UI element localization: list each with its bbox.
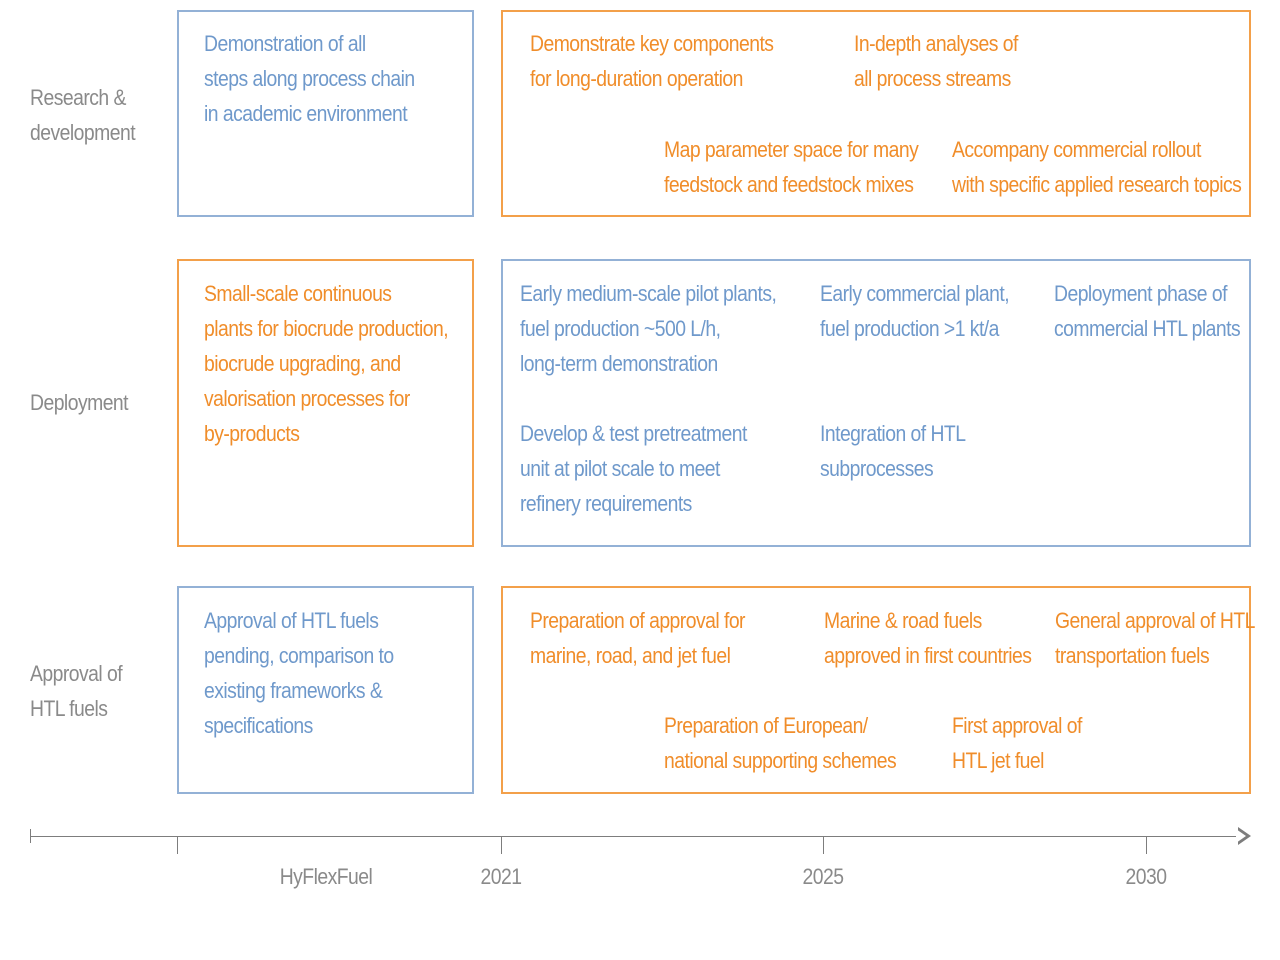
text-line: Approval of HTL fuels (204, 608, 379, 633)
axis-tick-hyflexfuel (177, 836, 178, 854)
box-deployment-hyflexfuel (177, 259, 474, 547)
text-research-analyses: In-depth analyses of all process streams (854, 26, 1018, 96)
text-research-parameter-space: Map parameter space for many feedstock a… (664, 132, 919, 202)
text-line: steps along process chain (204, 66, 415, 91)
text-line: fuel production ~500 L/h, (520, 316, 721, 341)
text-line: Preparation of European/ (664, 713, 868, 738)
row-label-deployment: Deployment (30, 385, 129, 420)
text-deployment-pilot: Early medium-scale pilot plants, fuel pr… (520, 276, 777, 381)
axis-label-2021: 2021 (480, 864, 522, 889)
text-line: refinery requirements (520, 491, 692, 516)
text-deployment-small-scale: Small-scale continuous plants for biocru… (204, 276, 449, 451)
row-label-research: Research & development (30, 80, 136, 150)
axis-label-2025: 2025 (802, 864, 844, 889)
text-line: Accompany commercial rollout (952, 137, 1201, 162)
text-approval-marine-road: Marine & road fuels approved in first co… (824, 603, 1032, 673)
text-line: all process streams (854, 66, 1011, 91)
text-approval-preparation: Preparation of approval for marine, road… (530, 603, 746, 673)
box-research-hyflexfuel (177, 10, 474, 217)
text-line: Develop & test pretreatment (520, 421, 747, 446)
text-line: Early medium-scale pilot plants, (520, 281, 777, 306)
text-line: Demonstrate key components (530, 31, 774, 56)
row-label-line: development (30, 120, 136, 145)
text-line: existing frameworks & (204, 678, 383, 703)
text-research-demonstration: Demonstration of all steps along process… (204, 26, 415, 131)
text-line: Marine & road fuels (824, 608, 982, 633)
text-line: fuel production >1 kt/a (820, 316, 999, 341)
box-deployment-future (501, 259, 1251, 547)
axis-tick-2021 (501, 836, 502, 854)
text-line: approved in first countries (824, 643, 1032, 668)
text-line: Early commercial plant, (820, 281, 1010, 306)
box-approval-future (501, 586, 1251, 794)
text-research-rollout: Accompany commercial rollout with specif… (952, 132, 1242, 202)
box-research-future (501, 10, 1251, 217)
text-line: in academic environment (204, 101, 408, 126)
text-approval-european: Preparation of European/ national suppor… (664, 708, 897, 778)
text-line: In-depth analyses of (854, 31, 1018, 56)
axis-tick-2030 (1146, 836, 1147, 854)
text-deployment-integration: Integration of HTL subprocesses (820, 416, 966, 486)
row-label-line: HTL fuels (30, 696, 108, 721)
row-label-line: Research & (30, 85, 126, 110)
text-line: plants for biocrude production, (204, 316, 449, 341)
axis-label-hyflexfuel: HyFlexFuel (279, 864, 373, 889)
text-line: national supporting schemes (664, 748, 897, 773)
text-approval-general: General approval of HTL transportation f… (1055, 603, 1255, 673)
text-line: long-term demonstration (520, 351, 718, 376)
text-line: specifications (204, 713, 313, 738)
text-line: by-products (204, 421, 300, 446)
text-line: Preparation of approval for (530, 608, 746, 633)
text-deployment-phase: Deployment phase of commercial HTL plant… (1054, 276, 1241, 346)
text-line: subprocesses (820, 456, 934, 481)
text-line: General approval of HTL (1055, 608, 1255, 633)
box-approval-hyflexfuel (177, 586, 474, 794)
text-line: pending, comparison to (204, 643, 394, 668)
text-line: First approval of (952, 713, 1082, 738)
text-line: transportation fuels (1055, 643, 1210, 668)
text-line: commercial HTL plants (1054, 316, 1241, 341)
axis-tick-2025 (823, 836, 824, 854)
text-line: with specific applied research topics (952, 172, 1242, 197)
text-line: for long-duration operation (530, 66, 743, 91)
text-line: unit at pilot scale to meet (520, 456, 720, 481)
text-line: Integration of HTL (820, 421, 966, 446)
text-approval-pending: Approval of HTL fuels pending, compariso… (204, 603, 394, 743)
text-line: Map parameter space for many (664, 137, 919, 162)
timeline-axis (30, 836, 1242, 837)
text-approval-jet: First approval of HTL jet fuel (952, 708, 1082, 778)
row-label-approval: Approval of HTL fuels (30, 656, 123, 726)
row-label-line: Approval of (30, 661, 123, 686)
text-line: marine, road, and jet fuel (530, 643, 731, 668)
text-line: Demonstration of all (204, 31, 366, 56)
axis-arrow-icon (1236, 827, 1251, 845)
text-line: biocrude upgrading, and (204, 351, 401, 376)
text-line: feedstock and feedstock mixes (664, 172, 914, 197)
text-line: valorisation processes for (204, 386, 410, 411)
text-deployment-pretreatment: Develop & test pretreatment unit at pilo… (520, 416, 747, 521)
text-deployment-commercial: Early commercial plant, fuel production … (820, 276, 1010, 346)
text-line: HTL jet fuel (952, 748, 1044, 773)
row-label-line: Deployment (30, 390, 129, 415)
text-line: Deployment phase of (1054, 281, 1227, 306)
text-research-key-components: Demonstrate key components for long-dura… (530, 26, 774, 96)
text-line: Small-scale continuous (204, 281, 392, 306)
axis-label-2030: 2030 (1125, 864, 1167, 889)
